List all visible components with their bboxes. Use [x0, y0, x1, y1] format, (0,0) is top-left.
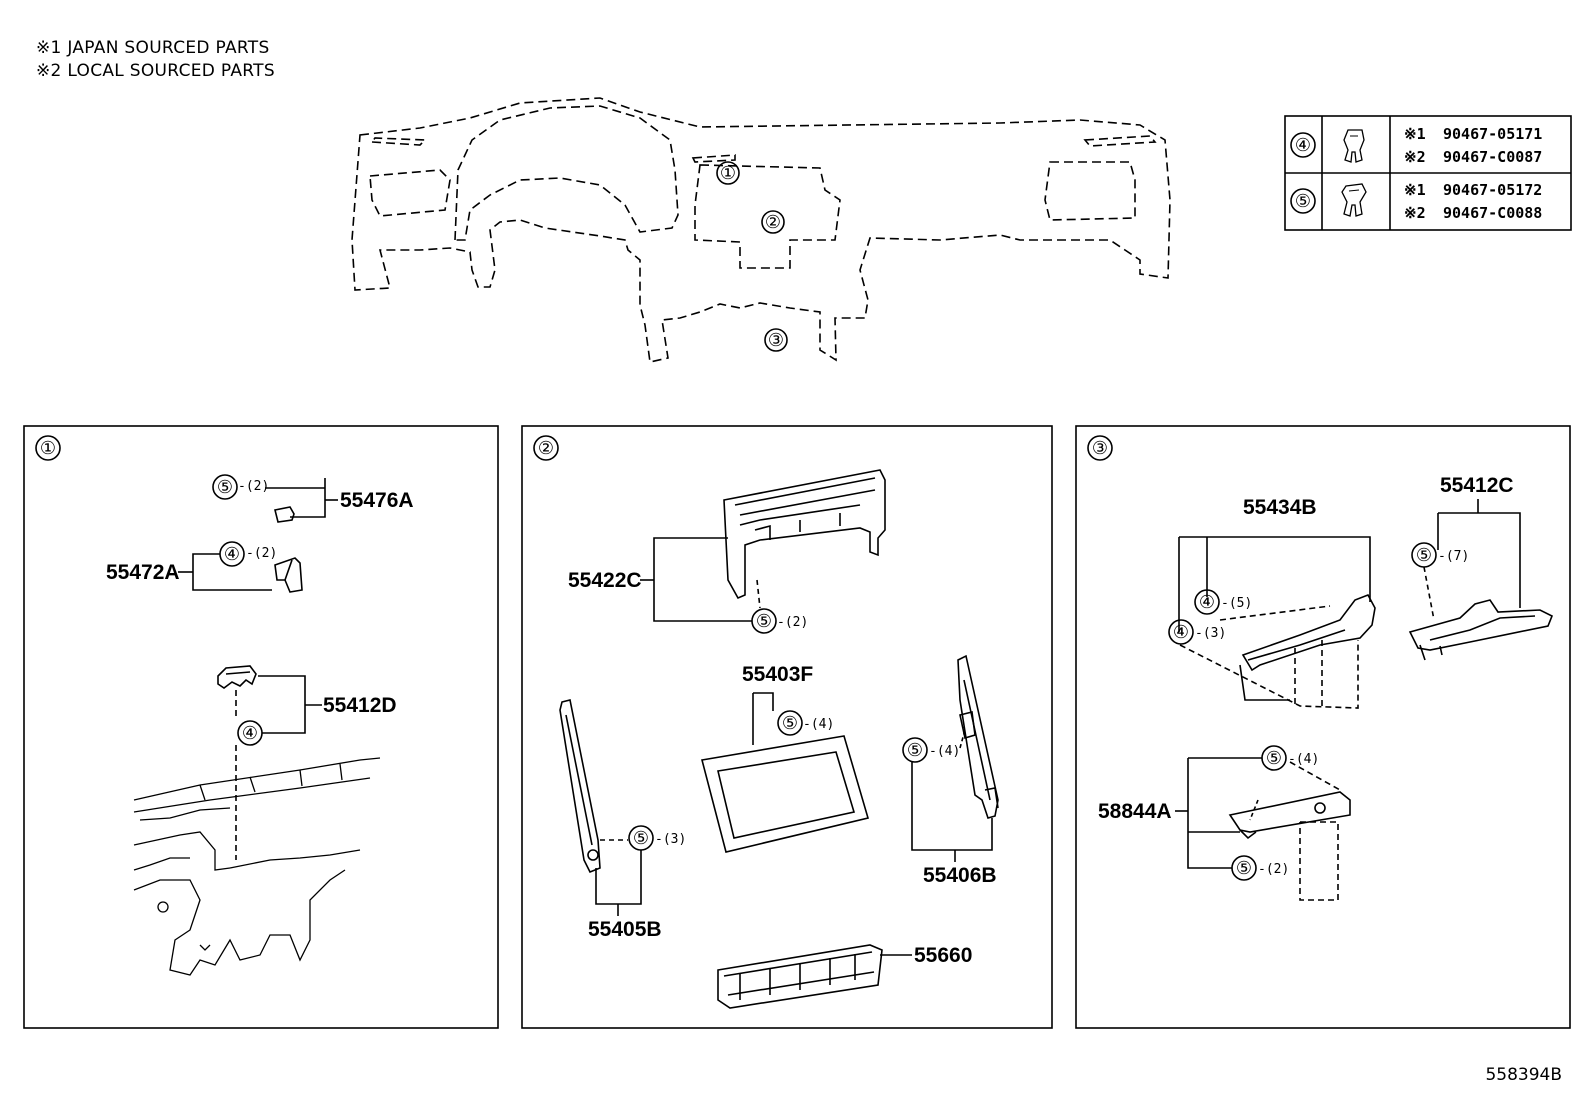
panel-3-frame [1075, 425, 1571, 1029]
panel-1-label-circle [35, 435, 61, 461]
p2-callout-2-ref: ⑤ [782, 713, 798, 734]
panel-3-label-circle [1087, 435, 1113, 461]
part-number-55412D: 55412D [323, 694, 397, 717]
dashboard-overview-outline [351, 97, 1171, 363]
p3-callout-4-qty: -(4) [1288, 752, 1319, 767]
panel-2-label: ② [538, 438, 554, 459]
panel-1-frame [23, 425, 499, 1029]
overview-callout-3 [764, 328, 788, 352]
table-row5-local-part: 90467-C0088 [1443, 204, 1542, 222]
table-row5-jp-part: 90467-05172 [1443, 181, 1542, 199]
part-55403F-drawing [701, 735, 870, 853]
p1-callout-1-qty: -(2) [238, 479, 269, 494]
panel-2-label-circle [533, 435, 559, 461]
part-55476A-drawing [274, 506, 295, 523]
p3-callout-5-ref: ⑤ [1236, 858, 1252, 879]
part-number-55434B: 55434B [1243, 496, 1317, 519]
p2-callout-1-ref: ⑤ [756, 611, 772, 632]
table-row5-local-prefix: ※2 [1404, 204, 1426, 222]
part-55412D-drawing [217, 665, 257, 689]
p3-callout-3-qty: -(7) [1438, 549, 1469, 564]
p2-callout-3-ref: ⑤ [633, 828, 649, 849]
p3-callout-1-ref: ④ [1199, 592, 1215, 613]
p1-callout-3-ref: ④ [242, 723, 258, 744]
part-55406B-drawing [957, 654, 999, 819]
part-55405B-drawing [559, 699, 601, 874]
part-number-55403F: 55403F [742, 663, 813, 686]
p3-callout-5-qty: -(2) [1258, 862, 1289, 877]
p3-callout-4-ref: ⑤ [1266, 748, 1282, 769]
p2-callout-4-qty: -(4) [929, 744, 960, 759]
p3-callout-3-ref: ⑤ [1416, 545, 1432, 566]
overview-callout-2-label: ② [765, 212, 781, 233]
dashboard-fragment-drawing [133, 757, 381, 976]
panel-2-frame [521, 425, 1053, 1029]
overview-callout-1-label: ① [720, 163, 736, 184]
figure-id: 558394B [1485, 1065, 1562, 1085]
part-number-55406B: 55406B [923, 864, 997, 887]
fastener-table [1284, 115, 1572, 231]
p2-callout-4-ref: ⑤ [907, 740, 923, 761]
part-58844A-drawing [1228, 791, 1351, 840]
part-55412C-drawing [1408, 599, 1554, 661]
part-number-55472A: 55472A [106, 561, 180, 584]
p3-callout-2-qty: -(3) [1195, 626, 1226, 641]
p3-callout-1-qty: -(5) [1221, 596, 1252, 611]
overview-callout-1 [716, 161, 740, 185]
part-number-55412C: 55412C [1440, 474, 1514, 497]
clip-icon-5 [1341, 183, 1367, 217]
table-row5-jp-prefix: ※1 [1404, 181, 1426, 199]
part-number-55660: 55660 [914, 944, 972, 967]
p2-callout-3-qty: -(3) [655, 832, 686, 847]
part-number-55405B: 55405B [588, 918, 662, 941]
part-number-55422C: 55422C [568, 569, 642, 592]
overview-callout-2 [761, 210, 785, 234]
table-row4-ref: ④ [1295, 135, 1311, 156]
part-number-58844A: 58844A [1098, 800, 1172, 823]
part-55434B-drawing [1239, 594, 1376, 701]
note-japan-sourced: ※1 JAPAN SOURCED PARTS [36, 38, 270, 58]
p2-callout-2-qty: -(4) [803, 717, 834, 732]
table-row4-local-part: 90467-C0087 [1443, 148, 1542, 166]
panel-1-label: ① [40, 438, 56, 459]
table-row4-jp-prefix: ※1 [1404, 125, 1426, 143]
p3-callout-2-ref: ④ [1173, 622, 1189, 643]
p2-callout-1-qty: -(2) [777, 615, 808, 630]
p1-callout-2-qty: -(2) [246, 546, 277, 561]
part-55660-drawing [717, 944, 883, 1009]
p1-callout-2-ref: ④ [224, 544, 240, 565]
table-row4-local-prefix: ※2 [1404, 148, 1426, 166]
overview-callout-3-label: ③ [768, 330, 784, 351]
p1-callout-1-ref: ⑤ [217, 477, 233, 498]
part-55422C-drawing [723, 469, 886, 600]
table-row5-ref: ⑤ [1295, 191, 1311, 212]
part-number-55476A: 55476A [340, 489, 414, 512]
table-row4-jp-part: 90467-05171 [1443, 125, 1542, 143]
note-local-sourced: ※2 LOCAL SOURCED PARTS [36, 61, 275, 81]
part-55472A-drawing [274, 557, 303, 593]
clip-icon-4 [1343, 129, 1365, 163]
panel-3-label: ③ [1092, 438, 1108, 459]
